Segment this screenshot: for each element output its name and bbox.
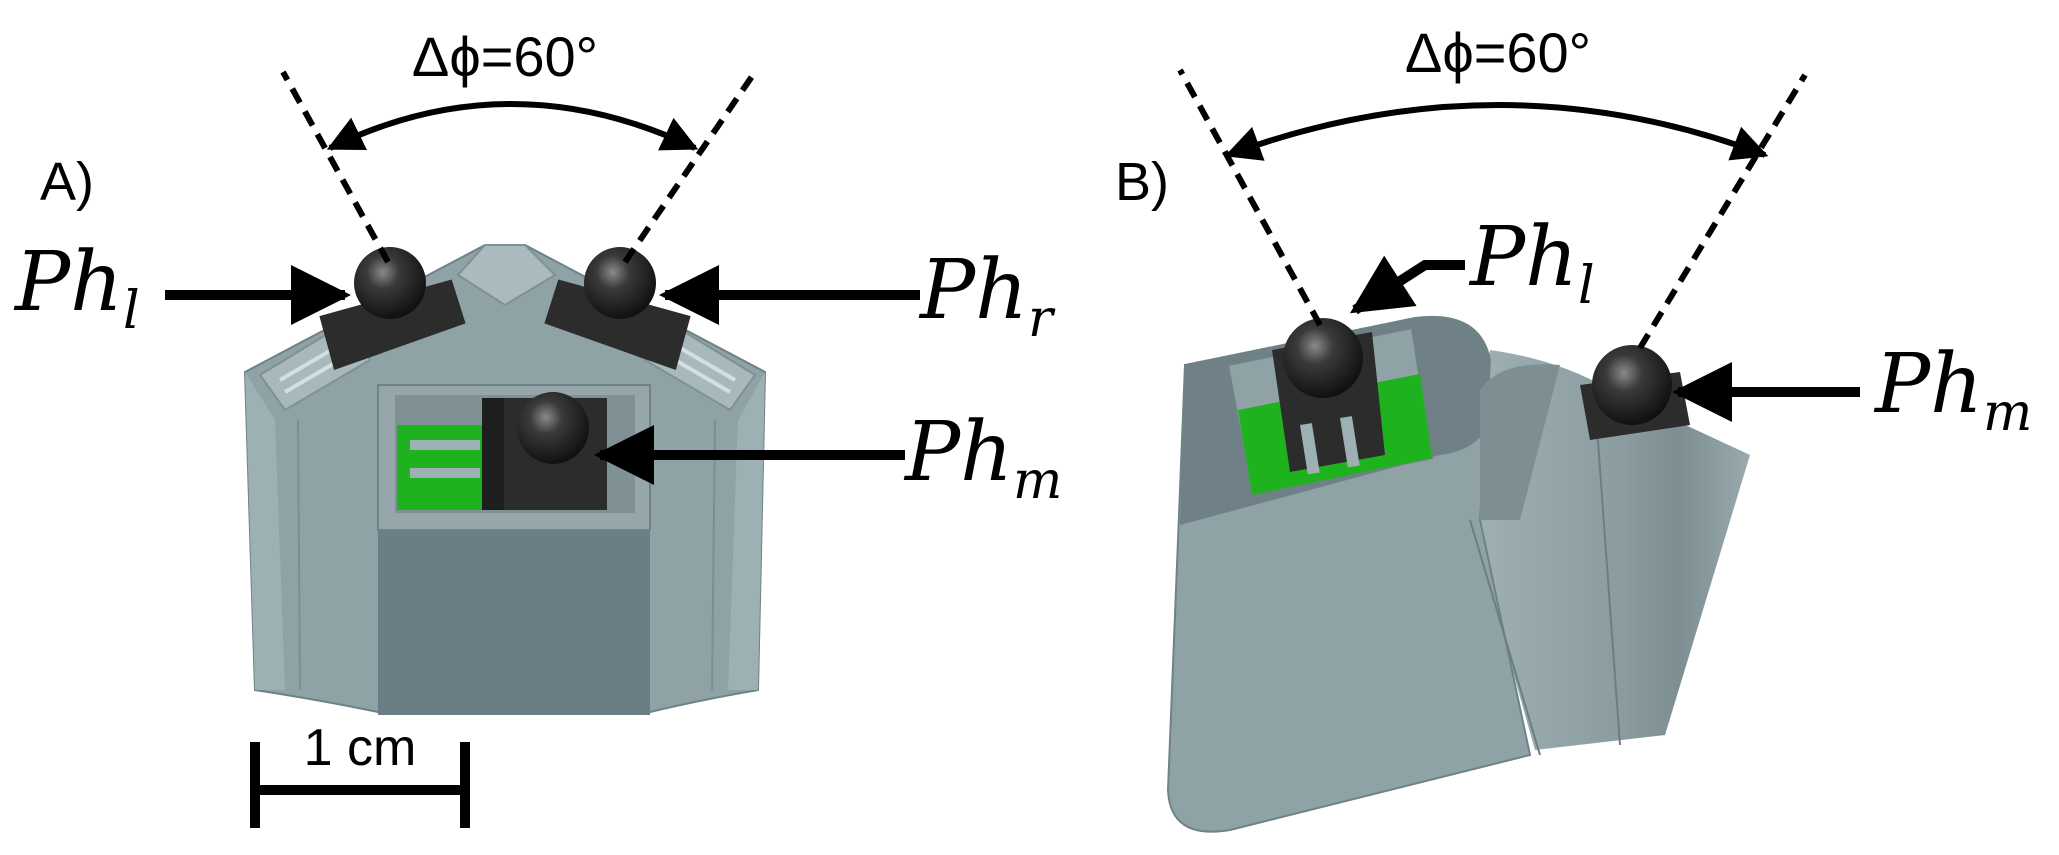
housing-shoulder [1480, 364, 1560, 520]
panel-a-left-sensor [319, 247, 466, 371]
label-ph-left-b: Phl [1468, 210, 1595, 316]
housing-top-ridge [456, 244, 557, 307]
housing-left-side [245, 372, 285, 690]
label-ph-middle-a: Phm [903, 405, 1062, 511]
panel-a-angle-label: Δϕ=60° [412, 25, 598, 88]
panel-a-scale-bar: 1 cm [250, 719, 470, 828]
panel-a-right-sensor [544, 247, 691, 371]
middle-sensor-dome [517, 392, 589, 464]
panel-b-middle-dome [1592, 345, 1672, 425]
panel-b: Δϕ=60° B) Phl Phm [1115, 21, 2032, 833]
panel-b-left-dome [1283, 318, 1363, 398]
panel-a-right-axis [622, 70, 758, 264]
label-ph-right-a: Phr [918, 243, 1056, 349]
panel-a-middle-board [397, 392, 607, 510]
panel-b-angle-label: Δϕ=60° [1405, 21, 1591, 84]
panel-a-left-axis [280, 70, 391, 264]
panel-a-angle-arc [326, 101, 699, 151]
panel-b-left-arrow [1349, 255, 1465, 315]
panel-b-angle-arc [1224, 102, 1769, 161]
housing-right-wing [1470, 350, 1750, 750]
right-sensor-dome [584, 247, 656, 319]
panel-b-panel-label: B) [1115, 152, 1169, 212]
panel-a: Δϕ=60° A) Phl Phr Phm 1 cm [13, 25, 1062, 828]
scale-bar-label: 1 cm [304, 719, 417, 777]
panel-a-panel-label: A) [40, 152, 94, 212]
panel-b-left-axis [1177, 68, 1323, 327]
panel-b-right-axis [1637, 73, 1808, 350]
label-ph-left-a: Phl [13, 235, 140, 341]
left-sensor-dome [354, 247, 426, 319]
label-ph-middle-b: Phm [1873, 337, 2032, 443]
panel-b-middle-sensor [1580, 345, 1690, 440]
panel-b-left-sensor [1226, 318, 1434, 497]
